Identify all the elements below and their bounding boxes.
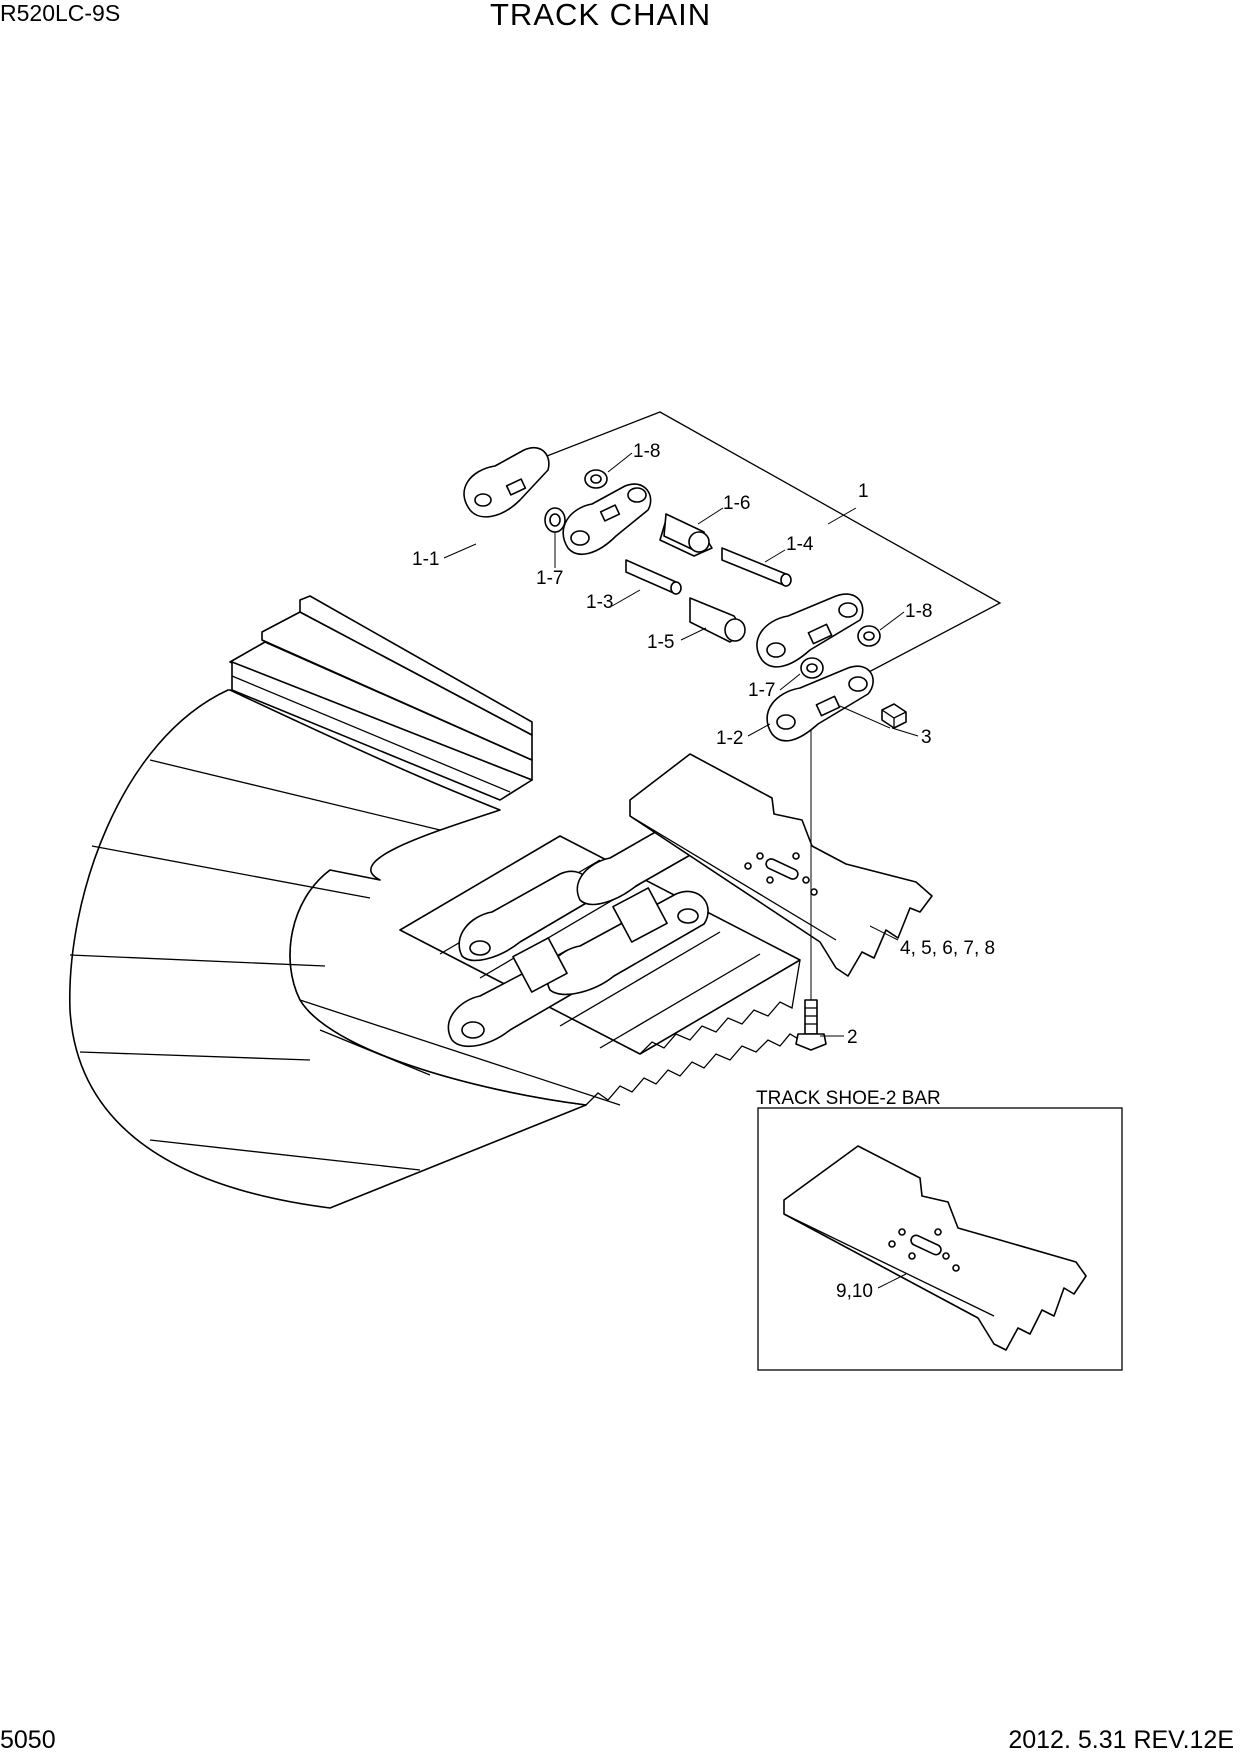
nut-3	[881, 703, 907, 729]
pin-1-4	[721, 547, 792, 587]
callout-1: 1	[858, 481, 869, 502]
bolt-2	[795, 999, 827, 1051]
track-shoe-assembly	[69, 595, 801, 1209]
inset-track-shoe-2-bar: TRACK SHOE-2 BAR 9,10	[756, 1088, 1123, 1371]
assembly-outline	[469, 411, 1002, 685]
link-inner-bottom	[756, 593, 864, 668]
bushing-1-5	[689, 597, 746, 643]
callout-1-7-top: 1-7	[536, 568, 563, 589]
callout-1-8-right: 1-8	[905, 601, 932, 622]
callout-1-1: 1-1	[412, 549, 439, 570]
pin-1-3	[625, 559, 682, 595]
link-inner-top	[562, 483, 652, 556]
track-shoe-4-8	[629, 753, 933, 977]
revision-date: 2012. 5.31 REV.12E	[1008, 1726, 1234, 1754]
callout-1-8-top: 1-8	[633, 441, 660, 462]
callout-2: 2	[847, 1027, 858, 1048]
inset-title: TRACK SHOE-2 BAR	[756, 1088, 941, 1109]
callout-4-8: 4, 5, 6, 7, 8	[900, 938, 995, 959]
callout-1-3: 1-3	[586, 592, 613, 613]
inset-frame	[757, 1107, 1123, 1371]
callout-labels: 1 1-1 1-2 1-3 1-4 1-5 1-6 1-7 1-7 1-8 1-…	[412, 441, 995, 1048]
callout-9-10: 9,10	[836, 1281, 873, 1302]
link-1-2	[766, 665, 874, 742]
callout-3: 3	[921, 727, 932, 748]
bushing-1-6	[659, 513, 713, 557]
callout-1-5: 1-5	[647, 632, 674, 653]
page-title: TRACK CHAIN	[490, 0, 712, 32]
callout-1-4: 1-4	[786, 534, 814, 555]
link-1-1	[463, 446, 550, 518]
callout-1-6: 1-6	[723, 493, 750, 514]
callout-1-7-middle: 1-7	[748, 680, 775, 701]
leader-lines	[443, 452, 919, 1037]
page-number: 5050	[0, 1726, 56, 1754]
callout-1-2: 1-2	[716, 728, 743, 749]
machine-model: R520LC-9S	[0, 0, 121, 26]
